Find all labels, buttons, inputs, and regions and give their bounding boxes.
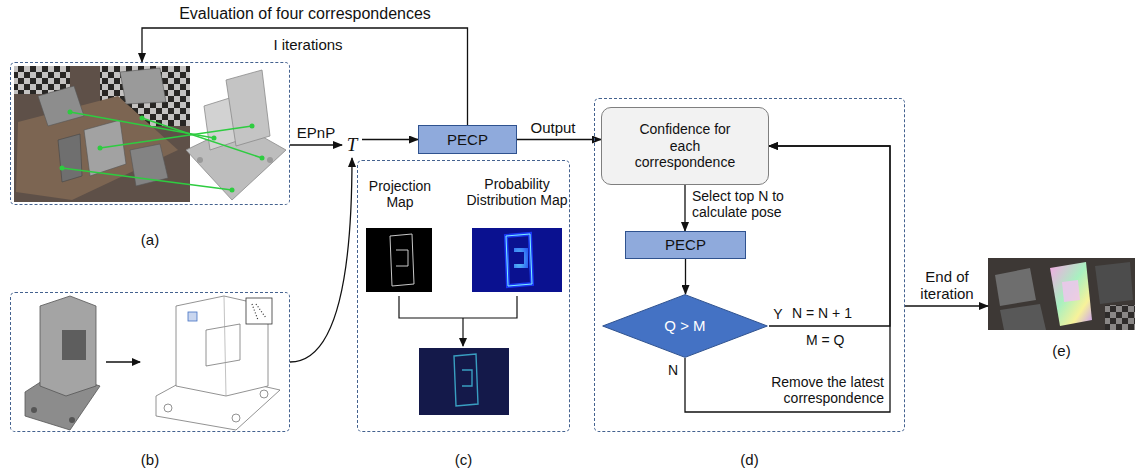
branch-note: Remove the latest correspondence [748, 374, 884, 406]
flow-arrow [769, 146, 890, 326]
panel-caption: (e) [988, 342, 1135, 360]
result-photo [988, 258, 1135, 330]
edge-label: Output [522, 119, 584, 136]
flow-arrow [685, 146, 890, 412]
edge-label: N [665, 362, 681, 378]
pose-text: T [347, 134, 358, 157]
edge-label: Evaluation of four correspondences [150, 5, 460, 23]
edge-label: EPnP [295, 124, 337, 141]
process-label: PECP [447, 131, 488, 149]
map-title: Probability Distribution Map [465, 176, 569, 208]
panel-caption: (d) [595, 451, 904, 469]
update-rule: M = Q [806, 332, 870, 348]
decision-label: Q > M [664, 317, 705, 335]
process-box: PECP [625, 231, 746, 259]
edge-label: Select top N to calculate pose [692, 188, 804, 220]
panel-caption: (a) [11, 231, 289, 249]
panel-caption: (b) [11, 451, 289, 469]
flow-arrow [290, 144, 342, 145]
process-label: PECP [665, 236, 706, 254]
diamond-outline [603, 295, 768, 358]
iteration-count: I iterations [262, 36, 354, 53]
decision-diamond: Q > M [601, 294, 769, 358]
pose-symbol: T [342, 132, 362, 158]
flow-arrow [684, 185, 685, 231]
flow-arrow [517, 139, 601, 140]
flow-arrow [685, 259, 686, 294]
update-rule: N = N + 1 [792, 305, 872, 321]
map-title: Projection Map [360, 178, 440, 210]
edge-label: Y [771, 306, 785, 322]
process-box: Confidence for each correspondence [601, 107, 769, 185]
process-label: Confidence for each correspondence [629, 121, 741, 171]
flow-arrow [142, 28, 468, 125]
panel-frame: (a) [10, 62, 290, 205]
panel-frame: (b) [10, 292, 290, 432]
process-box: PECP [418, 125, 517, 154]
flow-arrow [362, 139, 418, 140]
flow-arrow [905, 305, 988, 306]
edge-label: End of iteration [910, 268, 984, 303]
probability-maps [366, 228, 562, 415]
panel-caption: (c) [358, 451, 569, 469]
correspondence-photo [14, 66, 286, 202]
result-image: (e) [988, 258, 1135, 330]
cad-model [25, 296, 280, 430]
flow-arrow [290, 158, 352, 362]
